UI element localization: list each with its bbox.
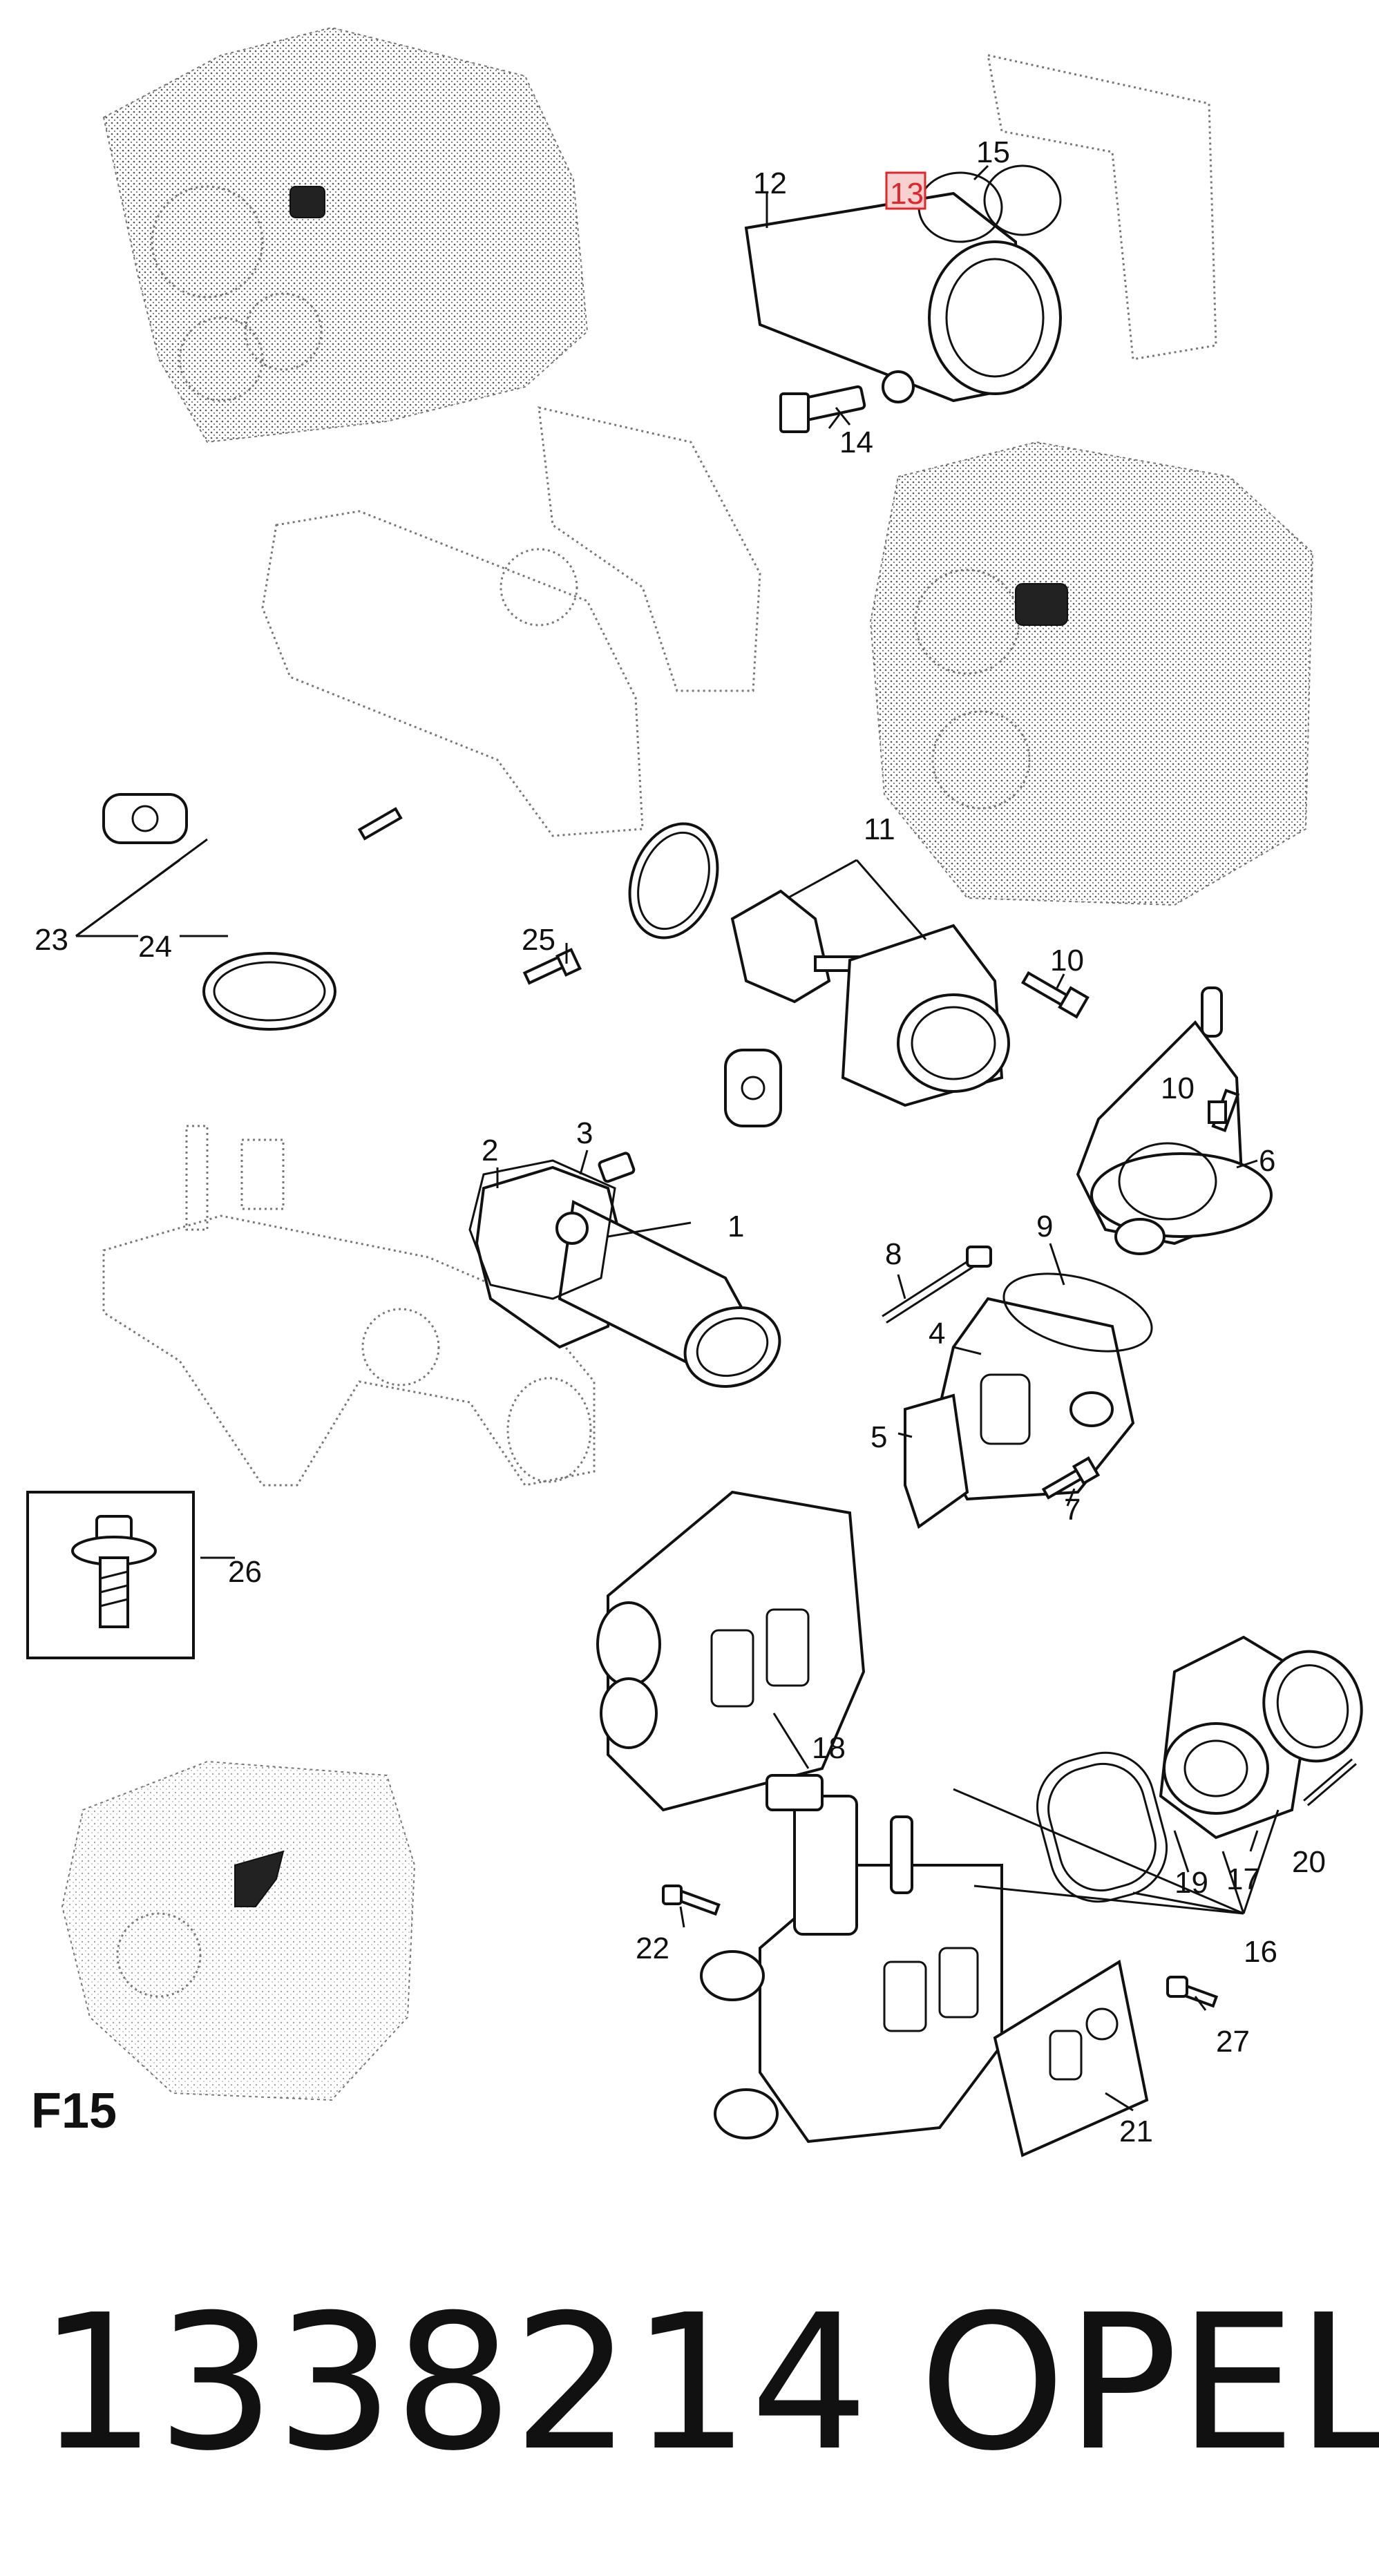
callout-labels: 1 2 3 4 5 6 7 8 9 10 10 11 12 13 14 15 1… bbox=[35, 135, 1326, 2148]
location-marker-icon-2 bbox=[1015, 583, 1068, 626]
bolt-27 bbox=[1166, 1976, 1219, 2008]
part-number: 1338214 bbox=[38, 2274, 869, 2492]
callout-12: 12 bbox=[753, 166, 787, 200]
thermostat-assembly-11 bbox=[628, 822, 1010, 1107]
clamp-ring-24 bbox=[202, 952, 336, 1031]
callout-11: 11 bbox=[864, 812, 895, 846]
callout-24: 24 bbox=[138, 930, 172, 964]
callout-9: 9 bbox=[1036, 1210, 1053, 1243]
callout-4: 4 bbox=[929, 1317, 945, 1351]
bolt-22 bbox=[662, 1885, 721, 1916]
bolt-10-upper bbox=[1020, 971, 1090, 1019]
bolt-20 bbox=[1303, 1758, 1357, 1806]
thermostat-housing-assembly-top bbox=[744, 54, 1217, 433]
o-ring-9 bbox=[1002, 1272, 1153, 1353]
coolant-pipe-23 bbox=[102, 793, 782, 1127]
thermostat-housing-6 bbox=[1076, 986, 1273, 1255]
engine-overview-sketch-bottom-left bbox=[61, 1760, 416, 2101]
callout-10-lower: 10 bbox=[1161, 1071, 1195, 1105]
callout-25: 25 bbox=[522, 923, 555, 957]
callout-17: 17 bbox=[1226, 1862, 1260, 1896]
bolt-7 bbox=[1041, 1456, 1101, 1500]
callout-6: 6 bbox=[1259, 1144, 1275, 1178]
callout-1: 1 bbox=[727, 1210, 744, 1243]
callout-15: 15 bbox=[976, 135, 1010, 169]
brand-name: OPEL bbox=[919, 2274, 1379, 2492]
callout-8: 8 bbox=[885, 1237, 902, 1271]
leader-lines bbox=[75, 164, 1280, 2112]
section-code: F15 bbox=[31, 2083, 117, 2139]
coolant-outlet-1 bbox=[468, 1152, 781, 1388]
callout-13: 13 bbox=[890, 177, 924, 211]
callout-7: 7 bbox=[1064, 1493, 1081, 1527]
egr-assembly-16 bbox=[700, 1774, 1003, 2144]
bolt-25 bbox=[522, 948, 582, 985]
callout-22: 22 bbox=[636, 1931, 669, 1965]
callout-23: 23 bbox=[35, 923, 68, 957]
callout-14: 14 bbox=[839, 426, 873, 459]
callout-13-highlight-box bbox=[885, 171, 926, 210]
callout-3: 3 bbox=[576, 1116, 593, 1150]
engine-overview-sketch-top-left bbox=[102, 26, 589, 443]
engine-overview-sketch-right bbox=[869, 441, 1314, 906]
bolt-loose-mid bbox=[357, 807, 403, 841]
callout-27: 27 bbox=[1216, 2025, 1250, 2059]
callout-20: 20 bbox=[1292, 1845, 1326, 1879]
callout-26: 26 bbox=[228, 1555, 262, 1589]
location-marker-icon bbox=[289, 186, 325, 218]
callout-21: 21 bbox=[1119, 2115, 1153, 2148]
callout-2: 2 bbox=[482, 1134, 498, 1167]
callout-16: 16 bbox=[1244, 1935, 1277, 1969]
housing-assembly-18 bbox=[596, 1490, 866, 1812]
o-ring-19 bbox=[1036, 1751, 1168, 1903]
bolt-10-lower bbox=[1208, 1100, 1227, 1124]
gasket-5 bbox=[904, 1393, 969, 1529]
callout-10-upper: 10 bbox=[1050, 944, 1084, 977]
thermostat-assembly-17 bbox=[1159, 1635, 1363, 1840]
bolt-8 bbox=[882, 1246, 992, 1324]
callout-5: 5 bbox=[871, 1420, 887, 1454]
location-marker-icon-3 bbox=[234, 1850, 285, 1907]
bolt-inset-26 bbox=[26, 1491, 195, 1659]
manifold-sketch bbox=[261, 406, 761, 837]
engine-overview-sketch-left bbox=[102, 1125, 596, 1487]
callout-19: 19 bbox=[1174, 1866, 1208, 1900]
callout-18: 18 bbox=[812, 1731, 846, 1765]
gasket-21 bbox=[993, 1959, 1149, 2157]
